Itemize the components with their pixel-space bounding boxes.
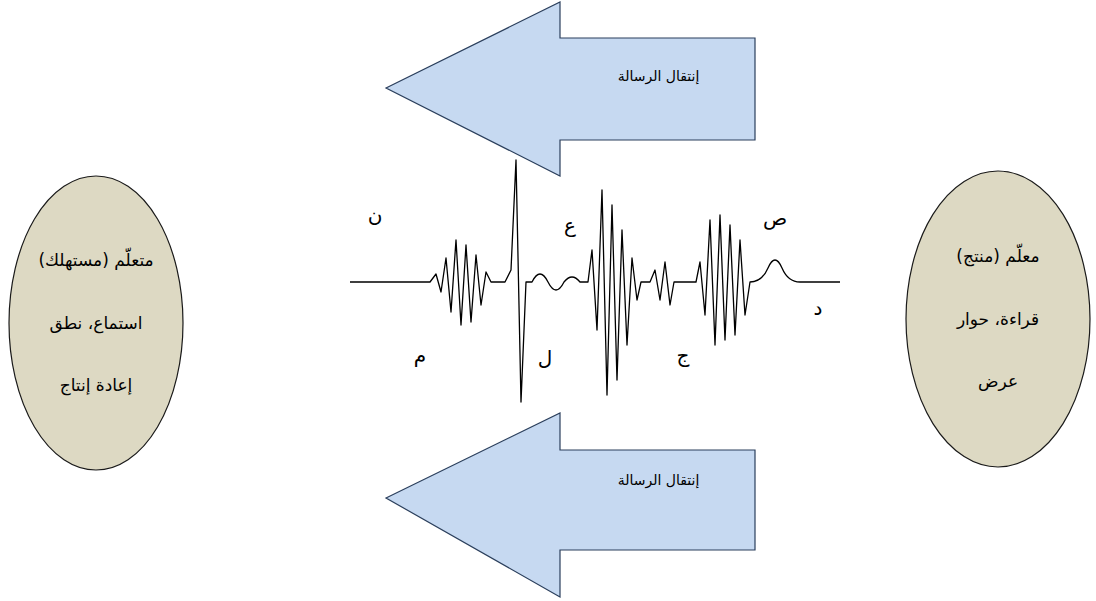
signal-letter: د <box>814 298 823 318</box>
arrow-label: إنتقال الرسالة <box>618 470 700 490</box>
node-text: قراءة، حوار <box>957 307 1039 332</box>
waveform-line <box>350 160 840 402</box>
ellipse-shape <box>9 176 183 470</box>
node-text: استماع، نطق <box>50 311 143 336</box>
signal-letter: ج <box>677 345 690 365</box>
text-group: معلّم (منتج) قراءة، حوار عرض <box>905 170 1091 468</box>
signal-letter: ن <box>368 205 383 225</box>
arrow-outline <box>385 0 757 178</box>
signal-letter: ص <box>763 208 787 228</box>
text-group: متعلّم (مستهلك) استماع، نطق إعادة إنتاج <box>8 175 184 471</box>
consumer-ellipse: متعلّم (مستهلك) استماع، نطق إعادة إنتاج <box>8 175 184 471</box>
node-heading: معلّم (منتج) <box>956 244 1039 269</box>
message-arrow: إنتقال الرسالة <box>385 0 757 178</box>
text-group: إنتقال الرسالة <box>560 66 757 86</box>
arrow-label: إنتقال الرسالة <box>618 66 700 86</box>
ellipse-shape <box>906 171 1090 467</box>
signal-letter: ع <box>564 215 576 235</box>
signal-letter: ل <box>538 348 553 368</box>
arrow-outline <box>385 410 757 600</box>
producer-ellipse: معلّم (منتج) قراءة، حوار عرض <box>905 170 1091 468</box>
node-text: إعادة إنتاج <box>60 373 133 398</box>
signal-letter: م <box>414 345 426 365</box>
block-arrow <box>386 413 755 597</box>
text-group: إنتقال الرسالة <box>560 470 757 490</box>
block-arrow <box>386 2 755 176</box>
message-arrow: إنتقال الرسالة <box>385 410 757 600</box>
node-heading: متعلّم (مستهلك) <box>38 248 153 273</box>
node-text: عرض <box>978 369 1018 394</box>
